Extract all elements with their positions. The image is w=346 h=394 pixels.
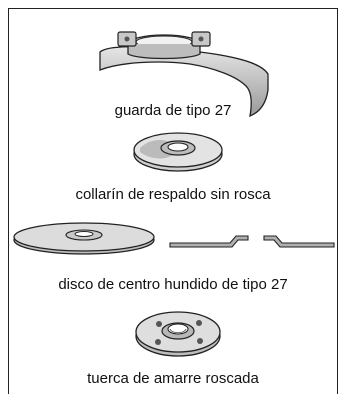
frame-left-border <box>8 8 9 394</box>
frame-right-border <box>337 8 338 394</box>
disc-label: disco de centro hundido de tipo 27 <box>58 276 288 293</box>
backing-flange-label: collarín de respaldo sin rosca <box>75 186 271 203</box>
clamp-nut-label: tuerca de amarre roscada <box>87 370 259 387</box>
frame-top-border <box>8 8 338 9</box>
guard-label: guarda de tipo 27 <box>114 102 232 119</box>
